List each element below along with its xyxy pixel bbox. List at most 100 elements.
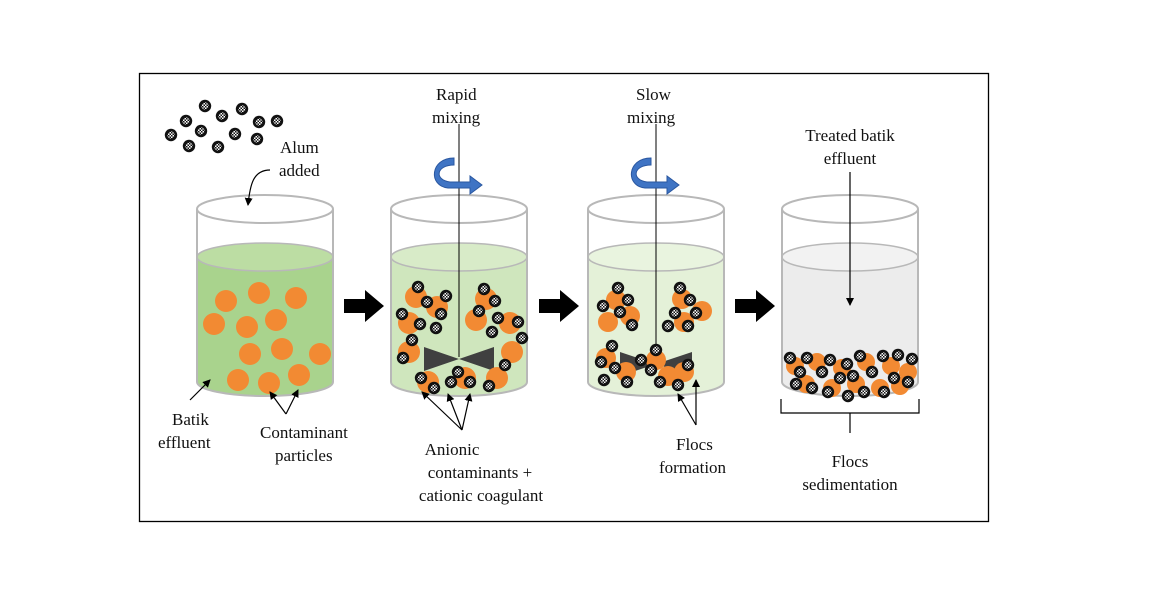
checkered-ball-icon: [823, 353, 837, 367]
checkered-ball-icon: [846, 369, 860, 383]
checkered-ball-icon: [429, 321, 443, 335]
alum-label-2: added: [279, 161, 320, 180]
checkered-ball-icon: [395, 307, 409, 321]
checkered-ball-icon: [472, 304, 486, 318]
checkered-ball-icon: [800, 351, 814, 365]
alum-pointer-arrow: [244, 169, 271, 206]
checkered-ball-icon: [413, 317, 427, 331]
checkered-ball-icon: [821, 385, 835, 399]
checkered-ball-icon: [853, 349, 867, 363]
contaminant-pointer-arrow-2: [285, 389, 299, 415]
anionic-pointer-arrow-1: [421, 391, 463, 431]
checkered-ball-icon: [498, 358, 512, 372]
anionic-pointer-arrow-3: [461, 393, 473, 431]
diagram-frame: [138, 72, 990, 523]
checkered-ball-icon: [164, 128, 178, 142]
checkered-ball-icon: [613, 305, 627, 319]
checkered-ball-icon: [235, 102, 249, 116]
checkered-ball-icon: [198, 99, 212, 113]
checkered-ball-icon: [653, 375, 667, 389]
checkered-ball-icon: [482, 379, 496, 393]
checkered-ball-icon: [876, 349, 890, 363]
checkered-ball-icon: [891, 348, 905, 362]
alum-label-1: Alum: [280, 138, 319, 157]
checkered-ball-icon: [215, 109, 229, 123]
checkered-ball-icon: [211, 140, 225, 154]
contaminant-label-2: particles: [275, 446, 333, 465]
right-block-arrow-icon: [344, 290, 384, 322]
checkered-ball-icon: [594, 355, 608, 369]
checkered-ball-icon: [444, 375, 458, 389]
anionic-label-3: cationic coagulant: [419, 486, 543, 505]
checkered-ball-icon: [815, 365, 829, 379]
checkered-ball-icon: [596, 299, 610, 313]
slow-label-1: Slow: [636, 85, 672, 104]
checkered-ball-icon: [182, 139, 196, 153]
checkered-ball-icon: [857, 385, 871, 399]
batik-pointer-arrow: [189, 379, 211, 401]
checkered-ball-icon: [252, 115, 266, 129]
flocs-formation-pointer-1: [677, 393, 697, 426]
checkered-ball-icon: [649, 343, 663, 357]
checkered-ball-icon: [620, 375, 634, 389]
checkered-ball-icon: [250, 132, 264, 146]
checkered-ball-icon: [488, 294, 502, 308]
flocs-sed-label-2: sedimentation: [802, 475, 898, 494]
contaminant-pointer-arrow-1: [269, 391, 287, 415]
checkered-ball-icon: [411, 280, 425, 294]
checkered-ball-icon: [671, 378, 685, 392]
checkered-ball-icon: [644, 363, 658, 377]
checkered-ball-icon: [451, 365, 465, 379]
checkered-ball-icon: [608, 361, 622, 375]
checkered-ball-icon: [841, 389, 855, 403]
checkered-ball-icon: [840, 357, 854, 371]
checkered-ball-icon: [228, 127, 242, 141]
checkered-ball-icon: [901, 375, 915, 389]
checkered-ball-icon: [625, 318, 639, 332]
checkered-ball-icon: [681, 319, 695, 333]
curved-rotation-arrow-icon: [433, 157, 483, 195]
impeller-2: [424, 347, 494, 371]
flocs-formation-label-1: Flocs: [676, 435, 713, 454]
flocs-formation-label-2: formation: [659, 458, 727, 477]
checkered-ball-icon: [789, 377, 803, 391]
checkered-ball-icon: [833, 371, 847, 385]
checkered-ball-icon: [485, 325, 499, 339]
contaminant-particles: [203, 282, 331, 394]
checkered-ball-icon: [194, 124, 208, 138]
checkered-ball-icon: [179, 114, 193, 128]
beaker-1-liquid-surface: [196, 242, 334, 272]
anionic-pointer-arrow-2: [446, 393, 463, 431]
checkered-ball-icon: [865, 365, 879, 379]
checkered-ball-icon: [434, 307, 448, 321]
checkered-ball-icon: [515, 331, 529, 345]
checkered-ball-icon: [511, 315, 525, 329]
checkered-ball-icon: [673, 281, 687, 295]
anionic-label-1: Anionic: [425, 440, 480, 459]
checkered-ball-icon: [405, 333, 419, 347]
checkered-ball-icon: [683, 293, 697, 307]
batik-label-2: effluent: [158, 433, 211, 452]
checkered-ball-icon: [605, 339, 619, 353]
checkered-ball-icon: [689, 306, 703, 320]
checkered-ball-icon: [887, 371, 901, 385]
contaminant-label-1: Contaminant: [260, 423, 348, 442]
checkered-ball-icon: [877, 385, 891, 399]
checkered-ball-icon: [805, 381, 819, 395]
checkered-ball-icon: [621, 293, 635, 307]
checkered-ball-icon: [427, 381, 441, 395]
checkered-ball-icon: [396, 351, 410, 365]
checkered-ball-icon: [463, 375, 477, 389]
treated-label-1: Treated batik: [805, 126, 895, 145]
checkered-ball-icon: [270, 114, 284, 128]
checkered-ball-icon: [668, 306, 682, 320]
flocs-sed-label-1: Flocs: [832, 452, 869, 471]
checkered-ball-icon: [491, 311, 505, 325]
checkered-ball-icon: [477, 282, 491, 296]
anionic-label-2: contaminants +: [428, 463, 532, 482]
treated-label-2: effluent: [824, 149, 877, 168]
rapid-label-2: mixing: [432, 108, 481, 127]
alum-particles: [164, 99, 284, 154]
checkered-ball-icon: [611, 281, 625, 295]
batik-label-1: Batik: [172, 410, 209, 429]
